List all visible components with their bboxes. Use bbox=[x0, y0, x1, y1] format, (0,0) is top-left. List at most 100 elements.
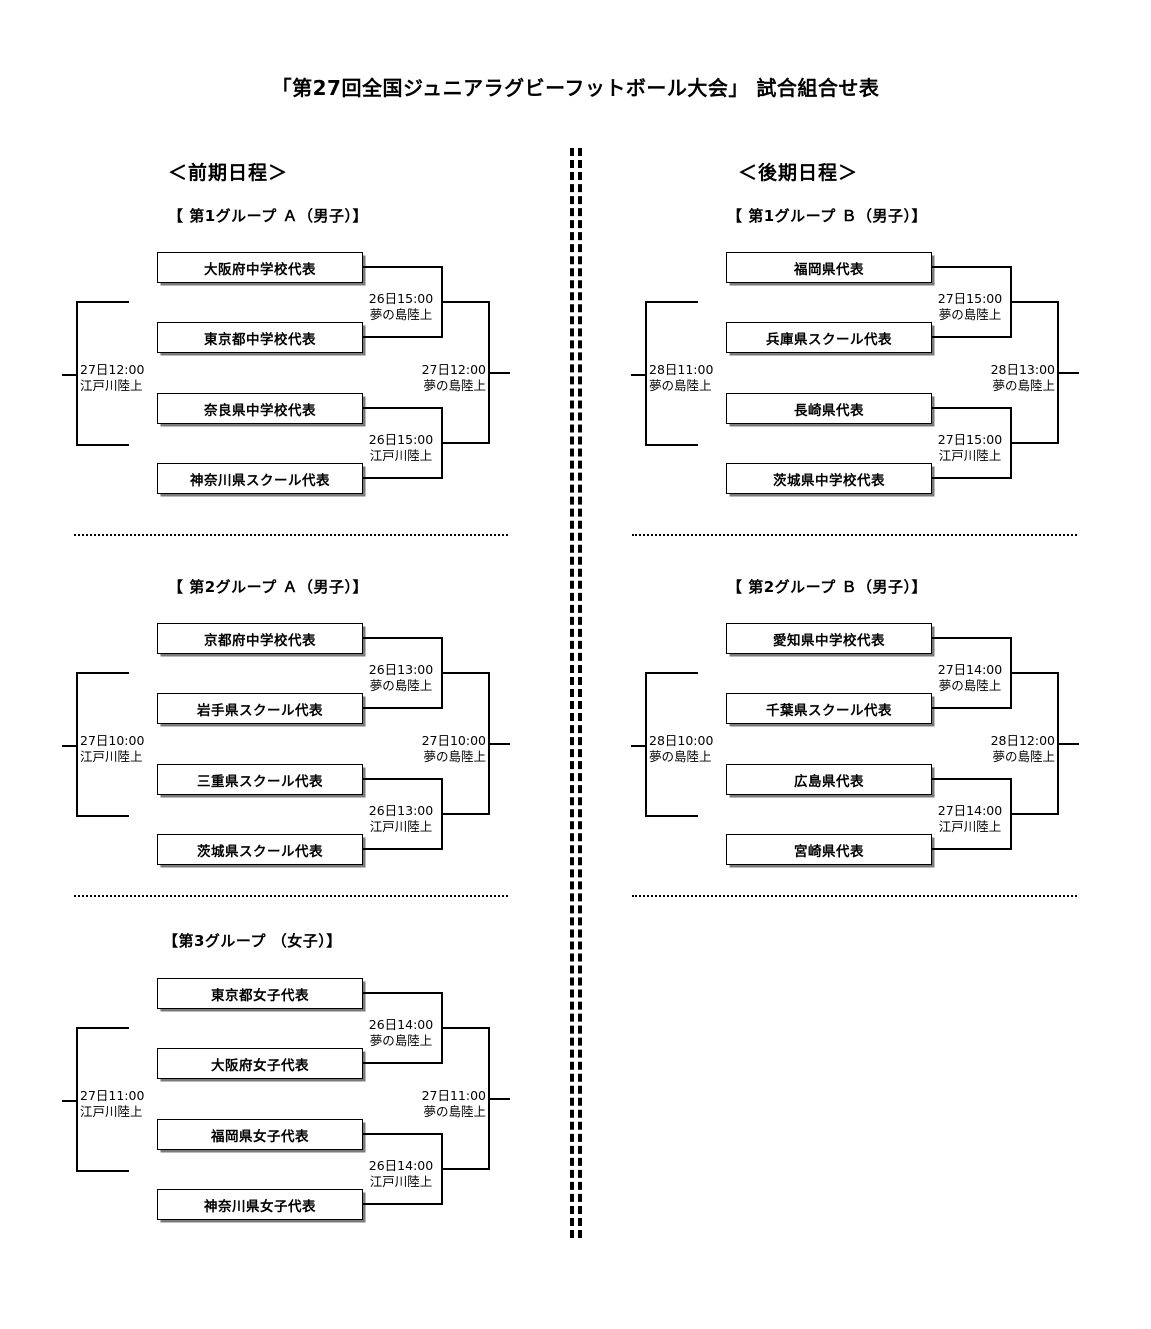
connector bbox=[932, 848, 1010, 850]
team-box[interactable]: 京都府中学校代表 bbox=[157, 623, 363, 654]
team-box[interactable]: 長崎県代表 bbox=[726, 393, 932, 424]
connector bbox=[932, 778, 1010, 780]
connector bbox=[363, 477, 441, 479]
team-box[interactable]: 奈良県中学校代表 bbox=[157, 393, 363, 424]
connector bbox=[363, 778, 441, 780]
column-heading-early: ＜前期日程＞ bbox=[168, 162, 289, 184]
connector bbox=[488, 743, 510, 745]
connector bbox=[645, 815, 698, 817]
connector bbox=[932, 707, 1010, 709]
connector bbox=[363, 992, 441, 994]
connector bbox=[645, 444, 698, 446]
connector bbox=[76, 1170, 129, 1172]
team-box[interactable]: 東京都女子代表 bbox=[157, 978, 363, 1009]
connector bbox=[645, 301, 647, 446]
connector bbox=[441, 301, 490, 303]
connector bbox=[1010, 813, 1059, 815]
connector bbox=[76, 672, 78, 817]
team-box[interactable]: 広島県代表 bbox=[726, 764, 932, 795]
team-box[interactable]: 兵庫県スクール代表 bbox=[726, 322, 932, 353]
team-box[interactable]: 愛知県中学校代表 bbox=[726, 623, 932, 654]
team-box[interactable]: 神奈川県女子代表 bbox=[157, 1189, 363, 1220]
match-label-semifinal-bottom: 26日15:00 江戸川陸上 bbox=[368, 432, 434, 463]
match-label-semifinal-bottom: 26日14:00 江戸川陸上 bbox=[368, 1158, 434, 1189]
connector bbox=[441, 672, 490, 674]
connector bbox=[631, 374, 647, 376]
match-label-semifinal-bottom: 26日13:00 江戸川陸上 bbox=[368, 803, 434, 834]
connector bbox=[932, 266, 1010, 268]
group-title-2b: 【 第2グループ Ｂ（男子）】 bbox=[727, 578, 927, 596]
match-label-semifinal-top: 26日14:00 夢の島陸上 bbox=[368, 1017, 434, 1048]
connector bbox=[441, 813, 490, 815]
match-label-final: 27日12:00 夢の島陸上 bbox=[421, 362, 486, 393]
team-box[interactable]: 東京都中学校代表 bbox=[157, 322, 363, 353]
connector bbox=[645, 672, 698, 674]
group-title-2a: 【 第2グループ Ａ（男子）】 bbox=[168, 578, 368, 596]
connector bbox=[1057, 743, 1079, 745]
separator-left-1 bbox=[74, 534, 508, 536]
group-title-3: 【第3グループ （女子）】 bbox=[163, 932, 342, 950]
team-box[interactable]: 岩手県スクール代表 bbox=[157, 693, 363, 724]
connector bbox=[363, 266, 441, 268]
connector bbox=[76, 444, 129, 446]
team-box[interactable]: 三重県スクール代表 bbox=[157, 764, 363, 795]
connector bbox=[363, 707, 441, 709]
separator-right-2 bbox=[632, 895, 1077, 897]
connector bbox=[76, 1027, 129, 1029]
connector bbox=[488, 372, 510, 374]
connector bbox=[488, 1098, 510, 1100]
connector bbox=[363, 1133, 441, 1135]
bracket-group-1b: 福岡県代表 兵庫県スクール代表 長崎県代表 茨城県中学校代表 27日15:00 … bbox=[629, 240, 1089, 510]
team-box[interactable]: 大阪府女子代表 bbox=[157, 1048, 363, 1079]
connector bbox=[62, 1100, 78, 1102]
bracket-group-2b: 愛知県中学校代表 千葉県スクール代表 広島県代表 宮崎県代表 27日14:00 … bbox=[629, 611, 1089, 881]
team-box[interactable]: 千葉県スクール代表 bbox=[726, 693, 932, 724]
connector bbox=[62, 745, 78, 747]
team-box[interactable]: 福岡県女子代表 bbox=[157, 1119, 363, 1150]
connector bbox=[441, 442, 490, 444]
group-title-1b: 【 第1グループ Ｂ（男子）】 bbox=[727, 207, 927, 225]
team-box[interactable]: 宮崎県代表 bbox=[726, 834, 932, 865]
connector bbox=[62, 374, 78, 376]
connector bbox=[1010, 672, 1059, 674]
bracket-group-3: 東京都女子代表 大阪府女子代表 福岡県女子代表 神奈川県女子代表 26日14:0… bbox=[60, 966, 520, 1236]
group-title-1a: 【 第1グループ Ａ（男子）】 bbox=[168, 207, 368, 225]
column-heading-late: ＜後期日程＞ bbox=[738, 162, 859, 184]
team-box[interactable]: 茨城県スクール代表 bbox=[157, 834, 363, 865]
match-label-semifinal-bottom: 27日15:00 江戸川陸上 bbox=[937, 432, 1003, 463]
separator-left-2 bbox=[74, 895, 508, 897]
connector bbox=[76, 1027, 78, 1172]
connector bbox=[932, 477, 1010, 479]
connector bbox=[932, 336, 1010, 338]
connector bbox=[1010, 442, 1059, 444]
match-label-semifinal-top: 27日15:00 夢の島陸上 bbox=[937, 291, 1003, 322]
connector bbox=[932, 637, 1010, 639]
team-box[interactable]: 大阪府中学校代表 bbox=[157, 252, 363, 283]
team-box[interactable]: 茨城県中学校代表 bbox=[726, 463, 932, 494]
match-label-left: 28日10:00 夢の島陸上 bbox=[649, 733, 714, 764]
page-title: 「第27回全国ジュニアラグビーフットボール大会」 試合組合せ表 bbox=[271, 76, 880, 100]
bracket-group-1a: 大阪府中学校代表 東京都中学校代表 奈良県中学校代表 神奈川県スクール代表 26… bbox=[60, 240, 520, 510]
connector bbox=[363, 637, 441, 639]
connector bbox=[441, 1027, 490, 1029]
connector bbox=[631, 745, 647, 747]
connector bbox=[441, 1168, 490, 1170]
match-label-semifinal-bottom: 27日14:00 江戸川陸上 bbox=[937, 803, 1003, 834]
connector bbox=[932, 407, 1010, 409]
match-label-left: 28日11:00 夢の島陸上 bbox=[649, 362, 714, 393]
match-label-semifinal-top: 27日14:00 夢の島陸上 bbox=[937, 662, 1003, 693]
connector bbox=[363, 407, 441, 409]
connector bbox=[363, 336, 441, 338]
connector bbox=[645, 672, 647, 817]
connector bbox=[76, 672, 129, 674]
match-label-left: 27日11:00 江戸川陸上 bbox=[80, 1088, 145, 1119]
match-label-semifinal-top: 26日15:00 夢の島陸上 bbox=[368, 291, 434, 322]
connector bbox=[363, 1062, 441, 1064]
team-box[interactable]: 神奈川県スクール代表 bbox=[157, 463, 363, 494]
bracket-group-2a: 京都府中学校代表 岩手県スクール代表 三重県スクール代表 茨城県スクール代表 2… bbox=[60, 611, 520, 881]
separator-right-1 bbox=[632, 534, 1077, 536]
connector bbox=[1010, 301, 1059, 303]
match-label-semifinal-top: 26日13:00 夢の島陸上 bbox=[368, 662, 434, 693]
team-box[interactable]: 福岡県代表 bbox=[726, 252, 932, 283]
